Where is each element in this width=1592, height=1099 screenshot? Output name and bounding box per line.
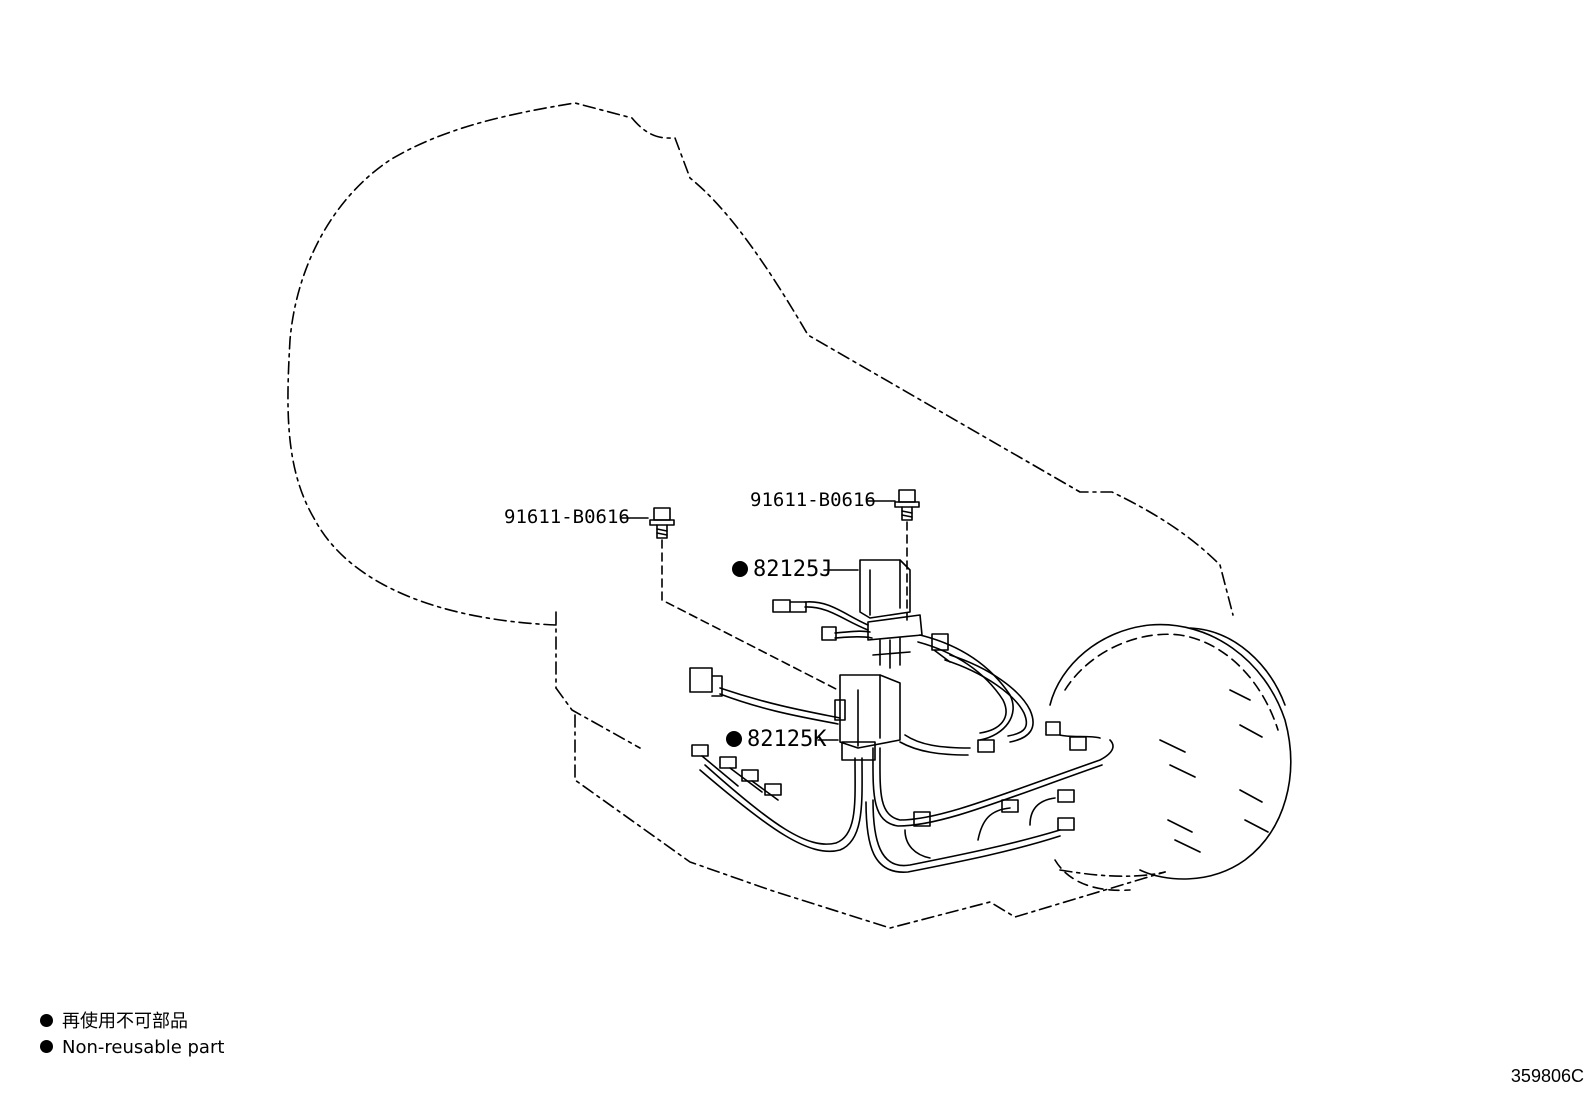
bolt-guide-lines <box>661 521 908 691</box>
transmission-outline <box>287 102 1234 929</box>
torque-converter <box>1049 623 1292 892</box>
non-reusable-dot-icon <box>40 1014 53 1027</box>
non-reusable-dot-icon <box>726 731 742 747</box>
harness-plugs <box>689 599 1101 831</box>
non-reusable-dot-icon <box>40 1040 53 1053</box>
leader-lines <box>621 500 896 741</box>
legend-japanese: 再使用不可部品 <box>40 1013 188 1031</box>
legend-english: Non-reusable part <box>40 1039 224 1057</box>
harness-wires <box>699 601 1114 873</box>
bolt-right-icon <box>894 489 920 521</box>
connector-82125j-label: 82125J <box>732 559 832 581</box>
connector-82125j-body <box>859 559 923 669</box>
bolt-right-part-number: 91611-B0616 <box>750 489 876 511</box>
bolt-left-icon <box>649 507 675 539</box>
connector-82125k-label: 82125K <box>726 729 826 751</box>
bolt-left-part-number: 91611-B0616 <box>504 506 630 528</box>
diagram-reference-code: 359806C <box>1510 1066 1584 1086</box>
non-reusable-dot-icon <box>732 561 748 577</box>
connector-82125k-body <box>834 674 901 761</box>
